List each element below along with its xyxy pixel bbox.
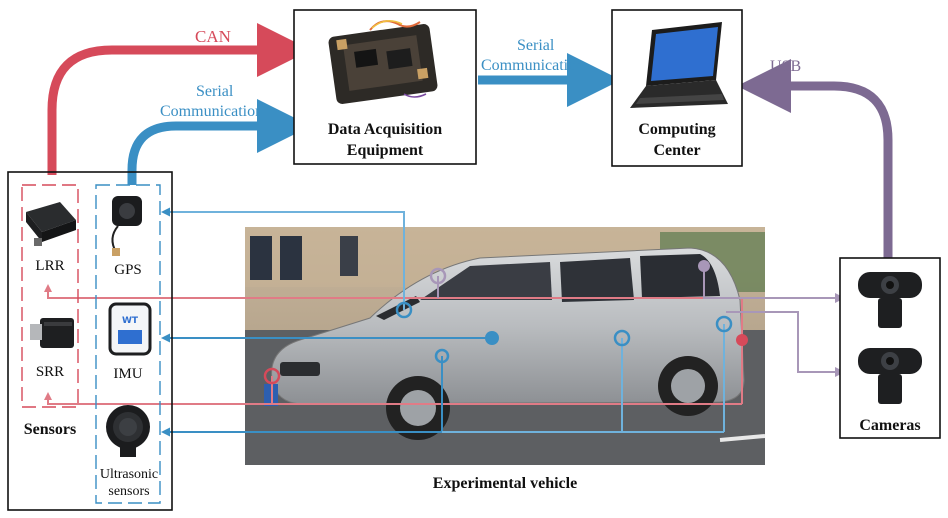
ultrasonic-marker-2 bbox=[613, 329, 631, 347]
can-label: CAN bbox=[195, 27, 231, 46]
lrr-marker bbox=[736, 334, 748, 346]
imu-label: IMU bbox=[113, 366, 142, 382]
ultrasonic-label-line2: sensors bbox=[108, 484, 149, 499]
serial-label-1-line1: Serial bbox=[196, 83, 234, 100]
gps-label: GPS bbox=[114, 262, 142, 278]
computing-title-line2: Center bbox=[653, 142, 700, 159]
serial-label-2-line2: Communication bbox=[481, 57, 584, 74]
srr-marker bbox=[263, 367, 281, 385]
vehicle-photo bbox=[245, 227, 766, 465]
usb-arrow bbox=[737, 59, 893, 258]
sensors-node: LRR SRR GPS WT IMU Ultrasonic se bbox=[7, 171, 173, 511]
laptop-icon bbox=[630, 22, 728, 108]
cameras-node: Cameras bbox=[839, 257, 941, 439]
sensor-wiring bbox=[44, 207, 845, 437]
svg-text:WT: WT bbox=[122, 316, 139, 326]
ultrasonic-marker-1 bbox=[434, 348, 450, 364]
computing-title-line1: Computing bbox=[638, 121, 715, 138]
can-arrow bbox=[47, 23, 311, 175]
srr-label: SRR bbox=[36, 364, 64, 380]
gps-marker bbox=[395, 301, 413, 319]
imu-marker bbox=[485, 331, 499, 345]
camera-marker-1 bbox=[429, 267, 447, 285]
camera-icon-2 bbox=[858, 348, 922, 404]
vehicle-caption: Experimental vehicle bbox=[433, 475, 577, 492]
camera-icon-1 bbox=[858, 272, 922, 328]
serial-label-1-line2: Communication bbox=[160, 103, 263, 120]
usb-label: USB bbox=[770, 58, 801, 75]
gps-wire bbox=[161, 207, 405, 310]
camera-wire-2 bbox=[703, 266, 845, 303]
lrr-label: LRR bbox=[35, 258, 64, 274]
daq-title-line2: Equipment bbox=[347, 142, 424, 159]
daq-title-line1: Data Acquisition bbox=[328, 121, 442, 138]
camera-marker-2 bbox=[698, 260, 710, 272]
srr-radar-icon bbox=[30, 318, 74, 348]
serial-label-2-line1: Serial bbox=[517, 37, 555, 54]
cameras-title: Cameras bbox=[859, 417, 920, 434]
ultrasonic-marker-3 bbox=[715, 315, 733, 333]
gps-antenna-icon bbox=[111, 196, 142, 256]
ultrasonic-sensor-icon bbox=[106, 405, 150, 457]
computing-center-node: Computing Center bbox=[611, 9, 743, 167]
ultrasonic-label-line1: Ultrasonic bbox=[100, 467, 158, 482]
daq-board-image bbox=[328, 20, 438, 104]
sensors-title: Sensors bbox=[24, 421, 76, 438]
imu-icon: WT bbox=[108, 302, 152, 356]
serial-arrow-sensors-to-daq bbox=[127, 99, 311, 185]
daq-node: Data Acquisition Equipment bbox=[293, 9, 477, 165]
camera-wire-3 bbox=[726, 311, 845, 377]
lrr-radar-icon bbox=[26, 202, 76, 246]
